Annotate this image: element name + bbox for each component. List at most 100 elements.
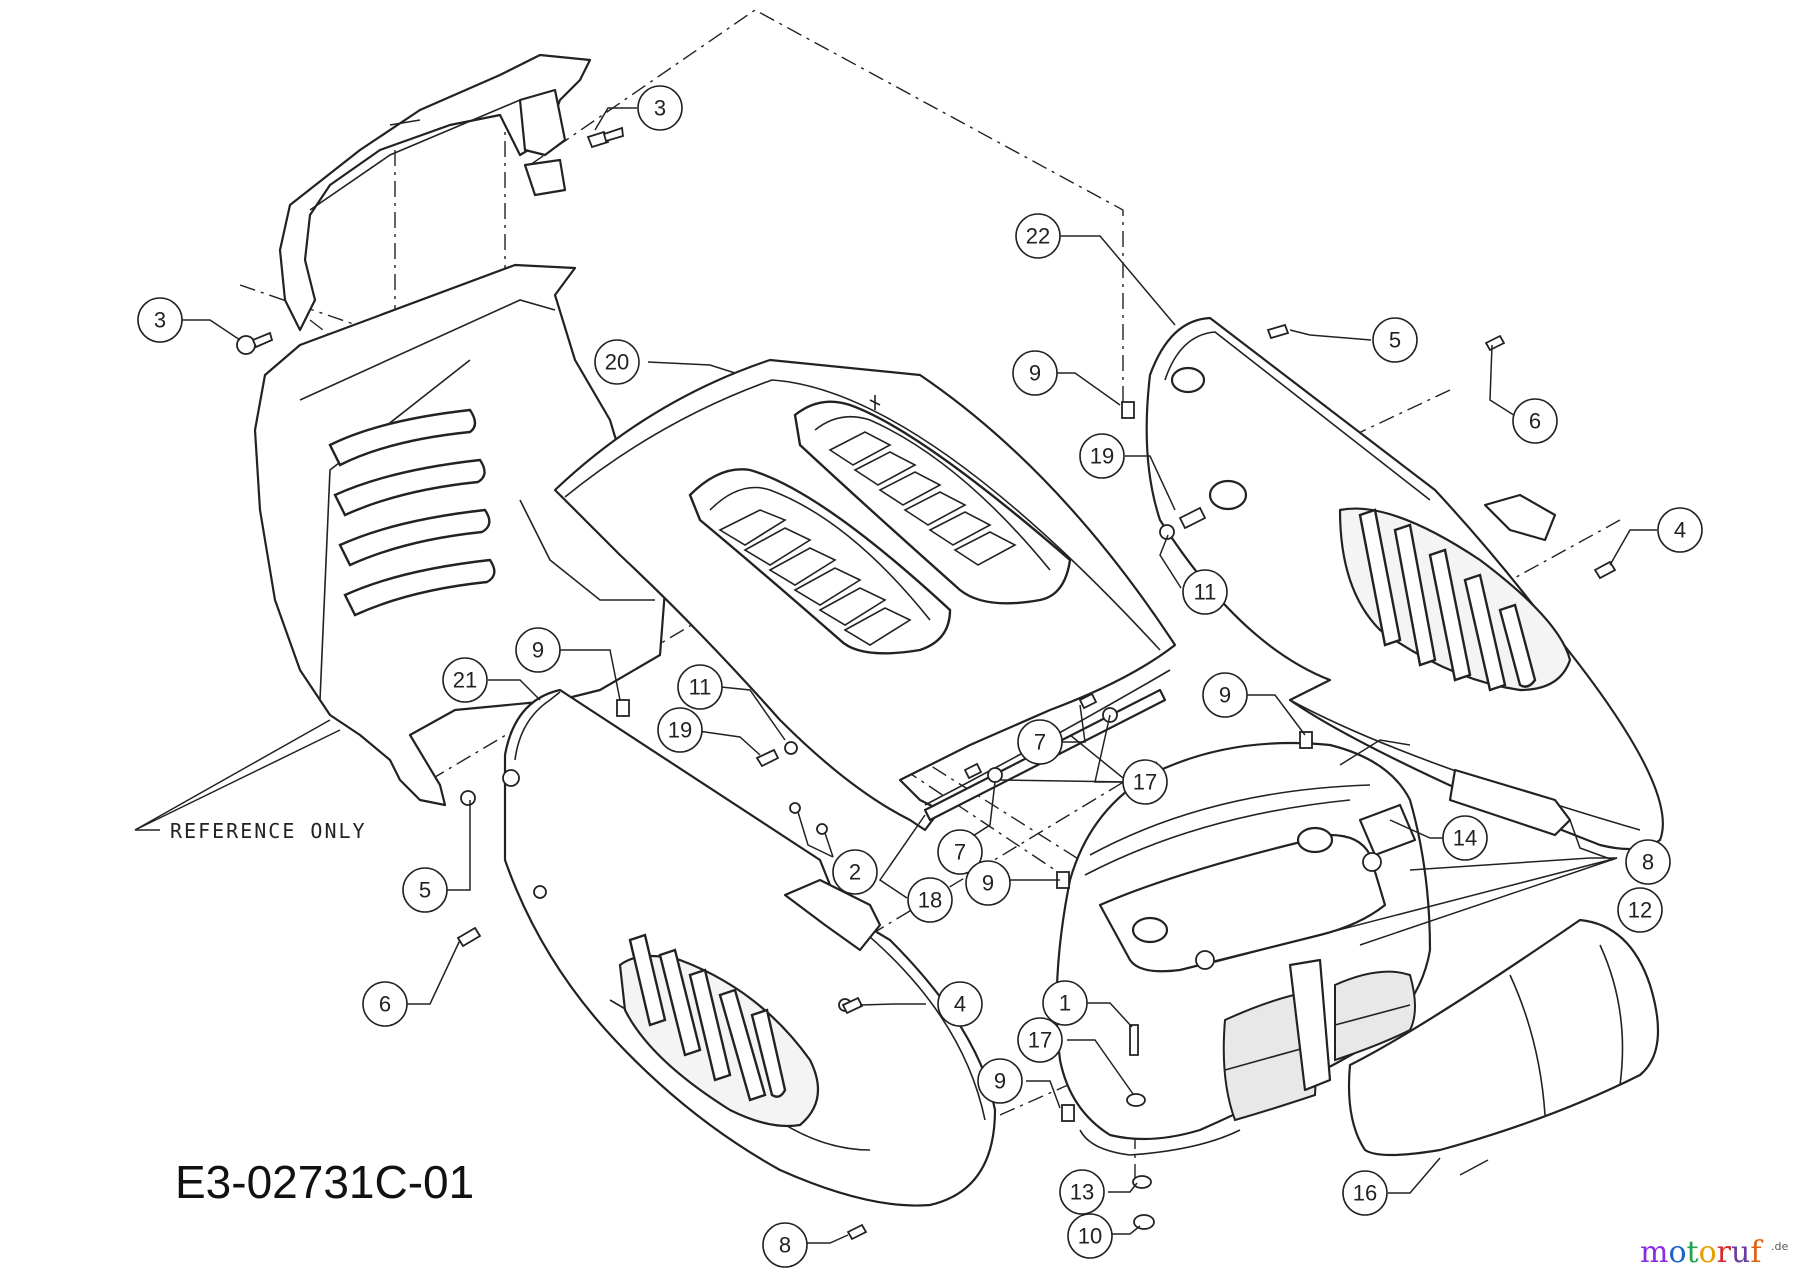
- clip-9-a: [1121, 401, 1135, 419]
- svg-text:21: 21: [453, 668, 477, 693]
- screw-8-left: [846, 1223, 868, 1241]
- callout-6-left: 6: [362, 981, 408, 1027]
- clip-9-b: [616, 699, 630, 717]
- callout-9-right: 9: [1202, 672, 1248, 718]
- screw-6-left: [456, 926, 482, 948]
- svg-text:6: 6: [379, 992, 391, 1017]
- leader-lines: [181, 107, 1657, 1244]
- svg-text:10: 10: [1078, 1224, 1102, 1249]
- svg-text:7: 7: [1034, 730, 1046, 755]
- svg-text:20: 20: [605, 350, 629, 375]
- svg-text:16: 16: [1353, 1181, 1377, 1206]
- svg-text:9: 9: [532, 638, 544, 663]
- rivet-2-a: [789, 802, 801, 814]
- watermark-letter: r: [1717, 1235, 1732, 1270]
- callout-8-right: 8: [1625, 839, 1671, 885]
- svg-text:5: 5: [1389, 328, 1401, 353]
- callout-4-right: 4: [1657, 507, 1703, 553]
- right-side-panel-part: [1145, 316, 1664, 851]
- hood-top-part: [553, 358, 1177, 832]
- hardware-items: [236, 126, 1617, 1241]
- svg-text:2: 2: [849, 860, 861, 885]
- callout-19-right: 19: [1079, 433, 1125, 479]
- svg-text:19: 19: [1090, 444, 1114, 469]
- watermark-letter: u: [1731, 1235, 1750, 1270]
- callout-10: 10: [1067, 1213, 1113, 1259]
- clip-9-e: [1061, 1104, 1075, 1122]
- watermark-letter: o: [1668, 1235, 1686, 1270]
- callout-8-left: 8: [762, 1222, 808, 1268]
- watermark-letter: m: [1640, 1235, 1668, 1270]
- svg-text:19: 19: [668, 718, 692, 743]
- svg-text:4: 4: [954, 992, 966, 1017]
- callout-19-left: 19: [657, 707, 703, 753]
- pin-19-left: [755, 748, 780, 768]
- callout-9-center: 9: [965, 860, 1011, 906]
- callout-1: 1: [1042, 980, 1088, 1026]
- svg-text:3: 3: [654, 96, 666, 121]
- reference-only-label: REFERENCE ONLY: [170, 819, 367, 843]
- callout-9-top: 9: [1012, 350, 1058, 396]
- screw-6-right: [1484, 334, 1506, 352]
- reference-only-note: REFERENCE ONLY: [134, 719, 367, 843]
- svg-text:14: 14: [1453, 826, 1477, 851]
- callout-9-left: 9: [515, 627, 561, 673]
- callout-11-right: 11: [1182, 569, 1228, 615]
- callout-13: 13: [1059, 1169, 1105, 1215]
- svg-text:4: 4: [1674, 518, 1686, 543]
- screw-3-upper: [586, 126, 624, 149]
- callout-5-right: 5: [1372, 317, 1418, 363]
- svg-text:22: 22: [1026, 224, 1050, 249]
- svg-text:7: 7: [954, 840, 966, 865]
- callouts: 3 3 22 5 6 9 19 4 11 20 9 21 11 19 9 7 1…: [137, 85, 1703, 1268]
- washer-13: [1132, 1175, 1152, 1189]
- svg-text:18: 18: [918, 888, 942, 913]
- pin-1: [1129, 1024, 1139, 1056]
- svg-text:13: 13: [1070, 1180, 1094, 1205]
- callout-21: 21: [442, 657, 488, 703]
- callout-3-upper: 3: [637, 85, 683, 131]
- screw-5-right: [1266, 323, 1290, 340]
- svg-text:6: 6: [1529, 409, 1541, 434]
- callout-11-left: 11: [677, 664, 723, 710]
- svg-text:8: 8: [779, 1233, 791, 1258]
- svg-text:12: 12: [1628, 898, 1652, 923]
- callout-22: 22: [1015, 213, 1061, 259]
- rear-frame-reference-part: [253, 53, 667, 807]
- svg-text:5: 5: [419, 878, 431, 903]
- watermark-logo: motoruf .de: [1640, 1235, 1788, 1270]
- left-side-panel-part: [502, 688, 997, 1207]
- svg-text:9: 9: [1029, 361, 1041, 386]
- svg-text:11: 11: [1194, 580, 1217, 605]
- screw-4-left: [841, 996, 864, 1015]
- svg-text:8: 8: [1642, 850, 1654, 875]
- callout-18: 18: [907, 877, 953, 923]
- nut-10: [1133, 1214, 1155, 1230]
- callout-4-left: 4: [937, 981, 983, 1027]
- front-nose-housing-part: [1055, 741, 1432, 1156]
- clip-9-c: [1299, 731, 1313, 749]
- svg-text:9: 9: [994, 1069, 1006, 1094]
- screw-4-right: [1593, 560, 1617, 580]
- screw-3-left: [236, 331, 274, 355]
- callout-9-bottom: 9: [977, 1058, 1023, 1104]
- drawing-number: E3-02731C-01: [175, 1156, 474, 1208]
- callout-5-left: 5: [402, 867, 448, 913]
- callout-20: 20: [594, 339, 640, 385]
- svg-text:17: 17: [1133, 770, 1157, 795]
- callout-17-upper: 17: [1122, 759, 1168, 805]
- pin-19-right: [1178, 506, 1207, 530]
- washer-17-lower: [1126, 1093, 1146, 1107]
- lens-part: [1347, 918, 1660, 1157]
- watermark-letter: o: [1699, 1235, 1717, 1270]
- svg-text:9: 9: [982, 871, 994, 896]
- callout-14: 14: [1442, 815, 1488, 861]
- watermark-letter: t: [1687, 1235, 1699, 1270]
- callout-12: 12: [1617, 887, 1663, 933]
- callout-7-upper: 7: [1017, 719, 1063, 765]
- nut-11-left: [784, 741, 798, 755]
- svg-text:11: 11: [689, 675, 712, 700]
- svg-text:3: 3: [154, 308, 166, 333]
- callout-7-lower: 7: [937, 829, 983, 875]
- screw-5-left: [460, 790, 476, 806]
